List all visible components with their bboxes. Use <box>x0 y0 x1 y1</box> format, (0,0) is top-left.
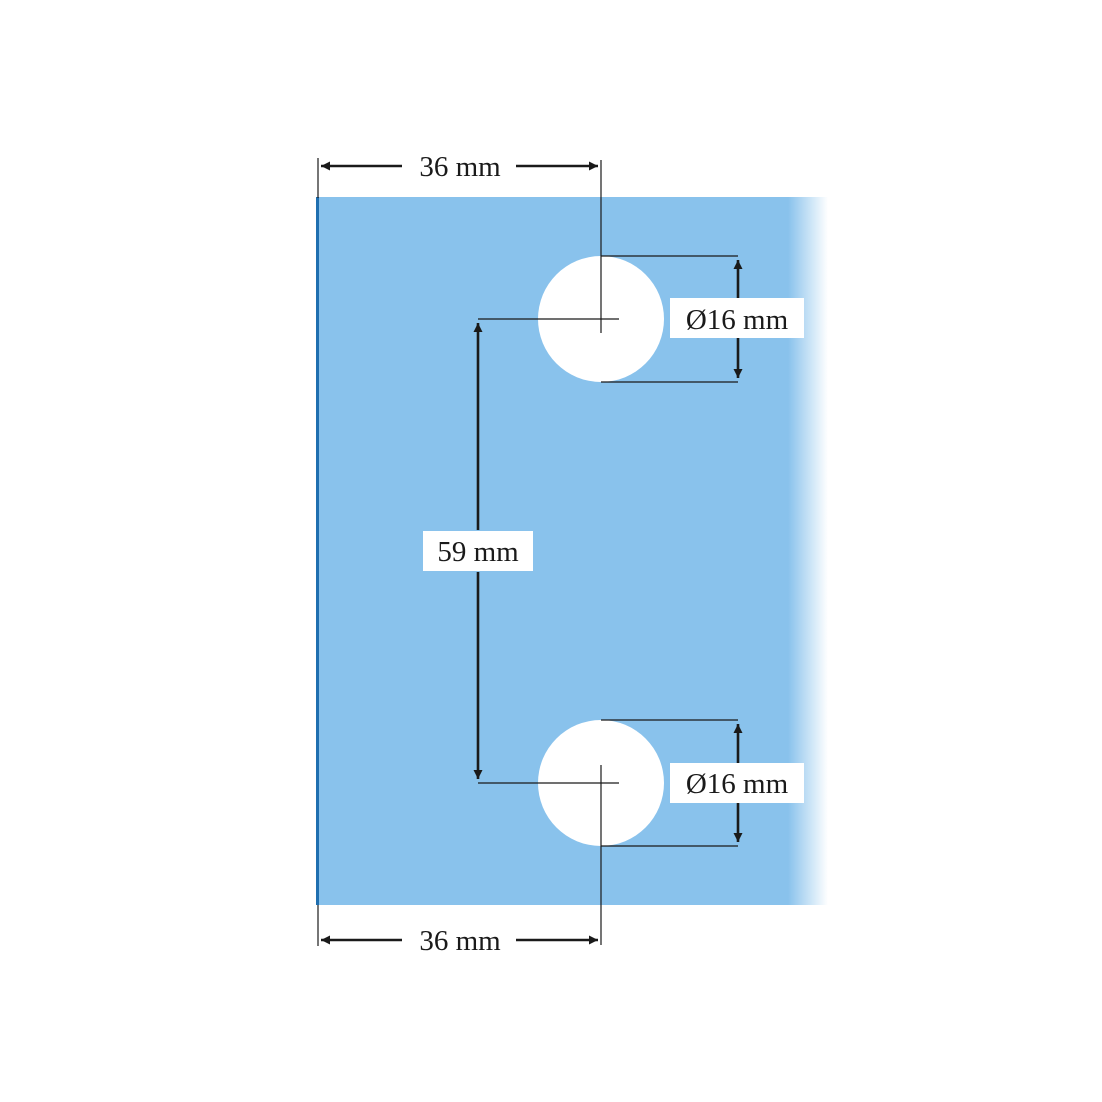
hole-spacing-label: 59 mm <box>437 536 519 568</box>
glass-left-edge <box>316 197 319 905</box>
bottom-width-dimension: 36 mm <box>317 905 598 957</box>
hole-spacing-label-bg <box>423 531 533 571</box>
bottom-width-label: 36 mm <box>419 925 501 957</box>
bottom-diameter-label: Ø16 mm <box>686 768 789 800</box>
bottom-hole-center-mark <box>478 765 619 945</box>
top-hole-diameter-dimension: Ø16 mm <box>601 255 804 383</box>
top-width-dimension: 36 mm <box>317 151 598 198</box>
bottom-hole-diameter-dimension: Ø16 mm <box>601 719 804 847</box>
bottom-diameter-label-bg <box>670 763 804 803</box>
top-diameter-label-bg <box>670 298 804 338</box>
top-hole-center-mark <box>478 160 619 333</box>
top-diameter-label: Ø16 mm <box>686 304 789 336</box>
top-width-label: 36 mm <box>419 151 501 183</box>
hole-spacing-dimension: 59 mm <box>423 323 533 779</box>
